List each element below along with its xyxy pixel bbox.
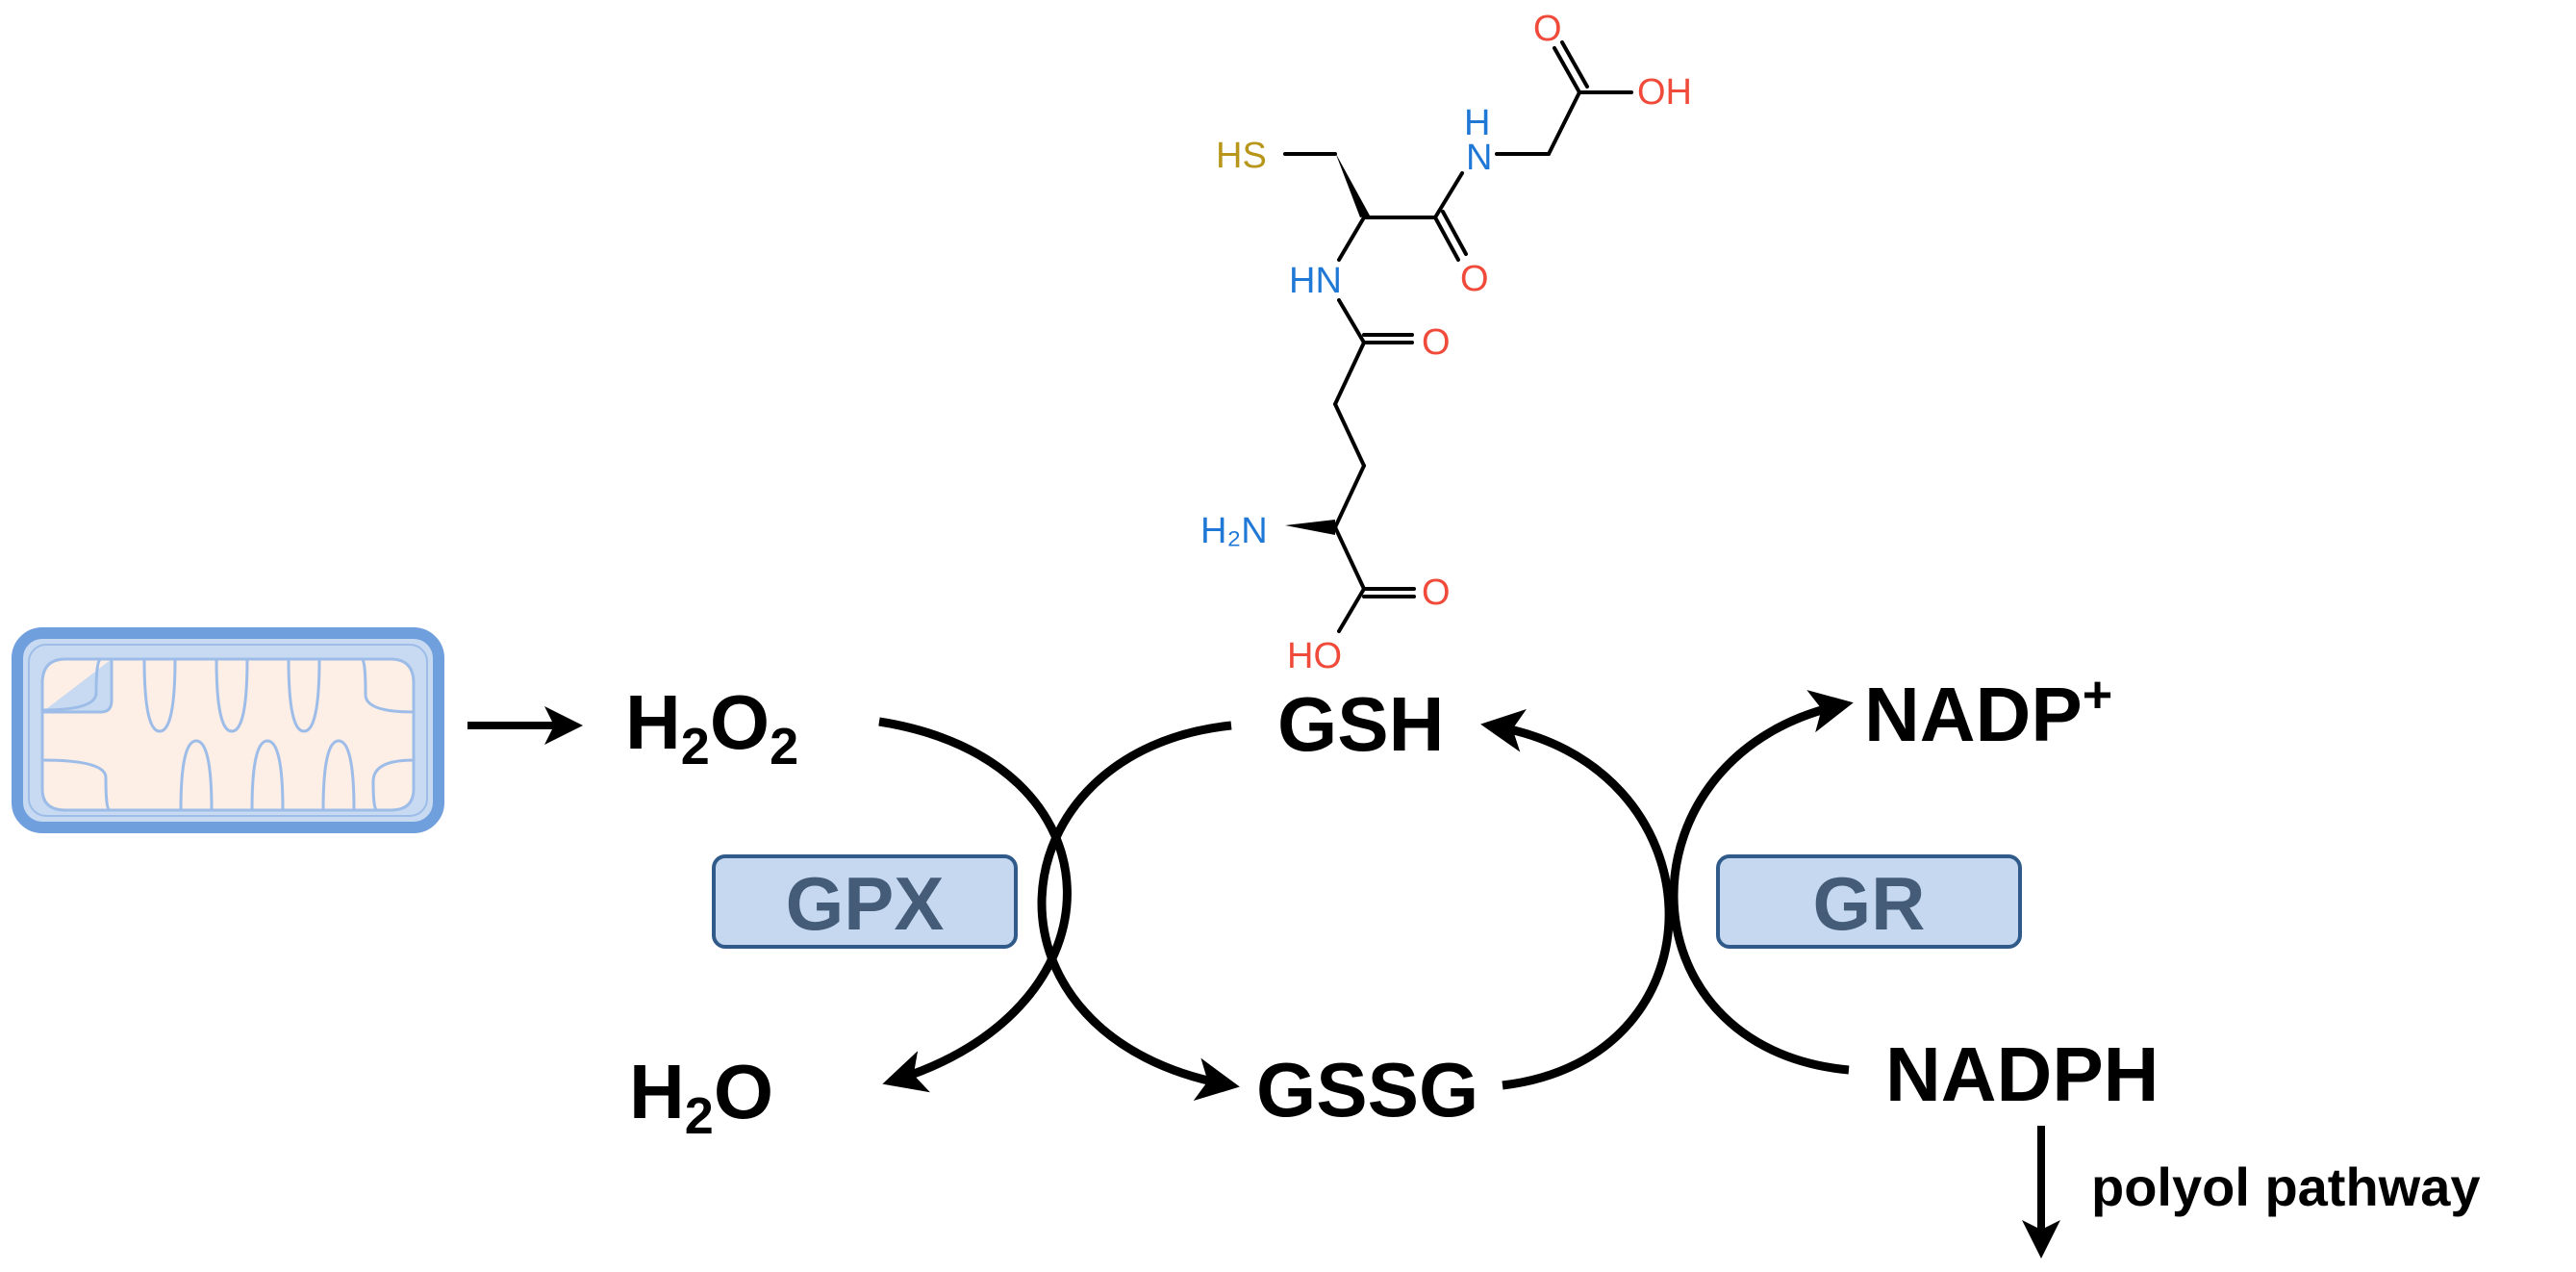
- atom-hs: HS: [1216, 136, 1267, 176]
- atom-o-amide2: O: [1422, 322, 1451, 363]
- atom-n-top: N: [1466, 138, 1492, 178]
- atom-o-top: O: [1533, 9, 1562, 49]
- mito-cristae: [41, 657, 415, 812]
- gr-arc-gssg-to-gsh: [1480, 709, 1674, 1090]
- gpx-enzyme-box: GPX: [712, 854, 1018, 949]
- gsh-label: GSH: [1277, 681, 1444, 767]
- atom-o-amide1: O: [1460, 259, 1489, 299]
- gpx-arc-h2o2-to-h2o: [878, 717, 1072, 1093]
- atom-h2n: H₂N: [1200, 511, 1268, 551]
- atom-o-acid: O: [1422, 572, 1451, 613]
- polyol-pathway-label: polyol pathway: [2091, 1157, 2481, 1217]
- atom-oh-top: OH: [1637, 72, 1692, 113]
- nadp-plus-label: NADP+: [1864, 666, 2112, 757]
- mitochondrion-icon: [12, 627, 444, 833]
- gr-label: GR: [1813, 861, 1926, 946]
- h2o2-label: H2O2: [625, 679, 798, 776]
- gssg-label: GSSG: [1256, 1047, 1478, 1132]
- atom-hn: HN: [1289, 261, 1342, 301]
- atom-h-top: H: [1464, 103, 1490, 143]
- atom-ho-bottom: HO: [1287, 636, 1342, 676]
- nadph-label: NADPH: [1885, 1031, 2159, 1117]
- gpx-label: GPX: [786, 861, 945, 946]
- gr-enzyme-box: GR: [1716, 854, 2022, 949]
- gpx-arc-gsh-to-gssg: [1037, 721, 1240, 1101]
- gr-arc-nadph-to-nadp: [1669, 690, 1854, 1075]
- glutathione-structure: [1283, 40, 1633, 633]
- h2o-label: H2O: [629, 1049, 773, 1145]
